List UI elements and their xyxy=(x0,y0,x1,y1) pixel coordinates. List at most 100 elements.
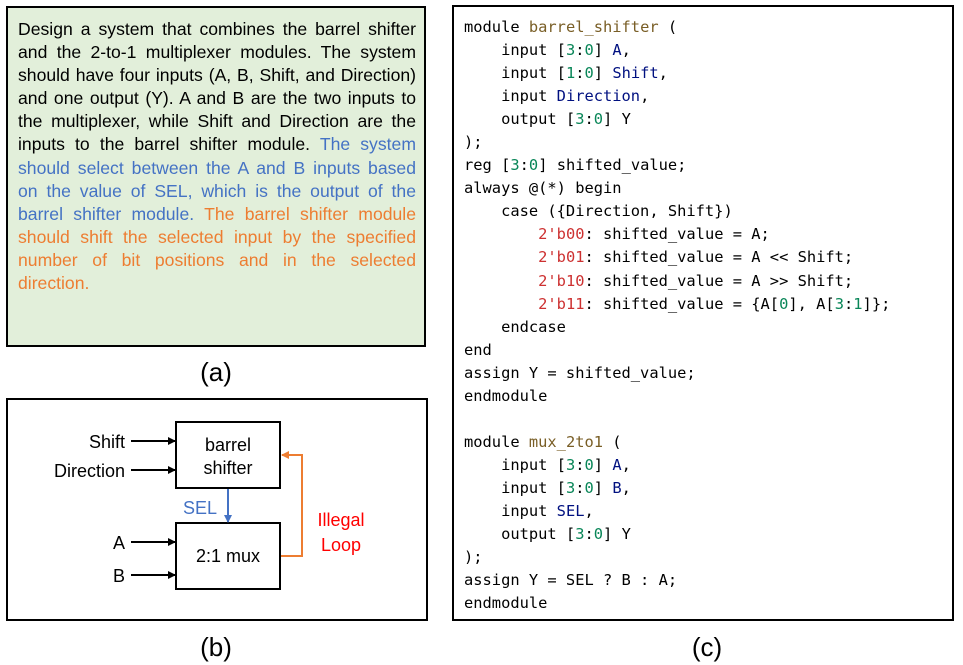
code-token: 0 xyxy=(528,156,539,175)
caption-a: (a) xyxy=(200,357,232,387)
code-line: 2'b01: shifted_value = A << Shift; xyxy=(464,246,890,269)
code-line: end xyxy=(464,339,890,362)
caption-b: (b) xyxy=(200,632,232,662)
code-line: input Direction, xyxy=(464,85,890,108)
code-token: , xyxy=(621,41,631,60)
code-token: 0 xyxy=(584,478,594,497)
barrel-shifter-label-line1: barrel xyxy=(205,435,251,455)
code-token: module xyxy=(464,432,529,451)
code-line: assign Y = shifted_value; xyxy=(464,362,890,385)
code-token: 0 xyxy=(584,64,594,83)
block-diagram: barrel shifter 2:1 mux Shift Direction A… xyxy=(54,421,365,590)
prompt-text-black: Design a system that combines the barrel… xyxy=(18,19,416,155)
code-token: 3 xyxy=(565,455,576,474)
code-token: input [ xyxy=(464,478,566,497)
code-token: Direction xyxy=(556,87,641,106)
code-token: ); xyxy=(464,548,483,567)
prompt-box: Design a system that combines the barrel… xyxy=(6,6,426,347)
code-token: 0 xyxy=(584,455,594,474)
code-token: endmodule xyxy=(464,594,548,613)
code-token: 0 xyxy=(593,110,604,129)
code-line: input [1:0] Shift, xyxy=(464,62,890,85)
code-line: input [3:0] A, xyxy=(464,39,890,62)
code-token: : xyxy=(584,525,594,544)
code-token: 3 xyxy=(834,294,844,313)
code-token: , xyxy=(640,87,650,106)
code-token: 2'b01 xyxy=(538,248,585,267)
code-line: endcase xyxy=(464,316,890,339)
code-token: input [ xyxy=(464,64,566,83)
code-line: output [3:0] Y xyxy=(464,523,890,546)
code-token: : xyxy=(575,41,585,60)
input-label-b: B xyxy=(113,566,125,586)
code-token: , xyxy=(584,501,594,520)
code-token: case ({Direction, Shift}) xyxy=(464,202,733,221)
code-token: input [ xyxy=(464,455,566,474)
code-token: 0 xyxy=(779,294,789,313)
code-token: : xyxy=(575,478,585,497)
input-label-a: A xyxy=(113,533,125,553)
code-line: case ({Direction, Shift}) xyxy=(464,200,890,223)
code-token: ] xyxy=(593,41,613,60)
code-token: A xyxy=(612,41,622,60)
code-token: , xyxy=(621,455,631,474)
input-label-direction: Direction xyxy=(54,461,125,481)
code-panel: module barrel_shifter ( input [3:0] A, i… xyxy=(452,5,954,621)
code-token: ]}; xyxy=(862,294,891,313)
illegal-loop-label-line1: Illegal xyxy=(317,510,364,530)
code-line: 2'b10: shifted_value = A >> Shift; xyxy=(464,270,890,293)
barrel-shifter-block xyxy=(175,421,281,489)
illegal-loop-arrow xyxy=(281,451,303,557)
code-token: , xyxy=(621,478,631,497)
code-token: reg [ xyxy=(464,156,511,175)
code-token: 0 xyxy=(584,41,594,60)
code-token: Shift xyxy=(612,64,659,83)
code-token: input xyxy=(464,87,557,106)
code-line: reg [3:0] shifted_value; xyxy=(464,154,890,177)
illegal-loop-label-line2: Loop xyxy=(321,535,361,555)
code-token: 3 xyxy=(575,110,585,129)
code-token: output [ xyxy=(464,525,576,544)
code-token: : xyxy=(575,455,585,474)
sel-label: SEL xyxy=(183,498,217,518)
code-line: input SEL, xyxy=(464,500,890,523)
code-line: input [3:0] A, xyxy=(464,454,890,477)
code-token: 3 xyxy=(575,525,585,544)
code-token: ] xyxy=(593,478,613,497)
code-token: ], A[ xyxy=(788,294,835,313)
code-token: endcase xyxy=(464,317,566,336)
code-token xyxy=(464,272,538,290)
verilog-code-block: module barrel_shifter ( input [3:0] A, i… xyxy=(464,16,890,615)
code-token xyxy=(464,225,538,243)
code-line: always @(*) begin xyxy=(464,177,890,200)
code-token: ] shifted_value; xyxy=(538,156,687,175)
block-diagram-panel: barrel shifter 2:1 mux Shift Direction A… xyxy=(6,398,428,621)
code-token: 2'b11 xyxy=(538,294,585,313)
code-token: : xyxy=(584,110,594,129)
code-line xyxy=(464,408,890,431)
code-token: : xyxy=(843,294,854,313)
code-token: : xyxy=(575,64,585,83)
code-token xyxy=(464,295,538,313)
code-token: 1 xyxy=(853,294,863,313)
code-token xyxy=(464,248,538,266)
code-line: ); xyxy=(464,131,890,154)
code-token: ( xyxy=(603,432,622,451)
code-token: mux_2to1 xyxy=(528,432,604,451)
code-token: output [ xyxy=(464,110,576,129)
code-token: 0 xyxy=(593,525,604,544)
code-line: 2'b11: shifted_value = {A[0], A[3:1]}; xyxy=(464,293,890,316)
code-token: : shifted_value = A >> Shift; xyxy=(584,271,854,290)
code-token: always @(*) begin xyxy=(464,179,622,198)
code-token: 2'b00 xyxy=(538,225,585,244)
code-token: module xyxy=(464,18,529,36)
prompt-text-blue: The system should select between the A a… xyxy=(18,134,416,224)
code-line: ); xyxy=(464,546,890,569)
code-token: ); xyxy=(464,133,483,152)
code-line: input [3:0] B, xyxy=(464,477,890,500)
mux-block xyxy=(175,522,281,590)
code-token: ] xyxy=(593,455,613,474)
code-token: 1 xyxy=(565,64,576,83)
caption-c: (c) xyxy=(691,632,723,662)
code-token: input xyxy=(464,501,557,520)
